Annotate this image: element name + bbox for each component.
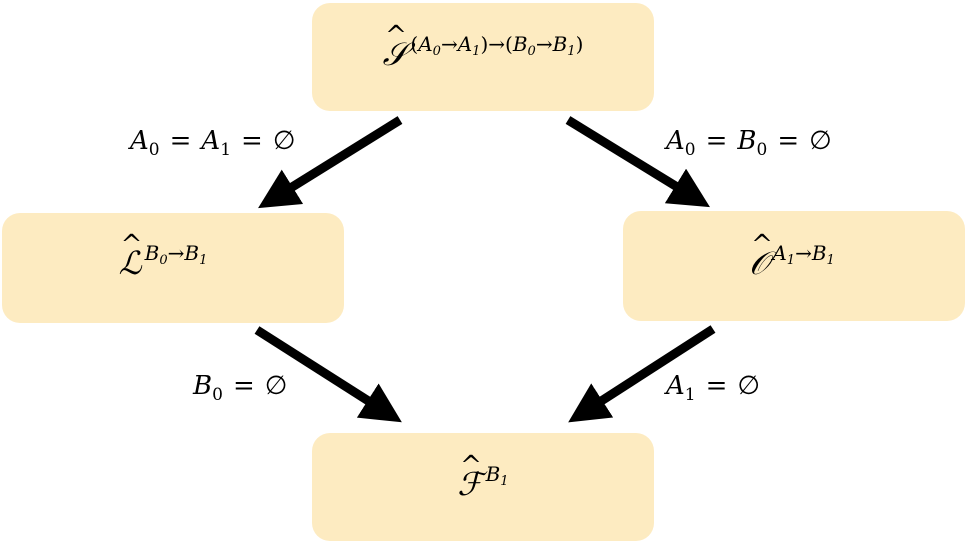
node-right-superscript: A1→B1 <box>772 240 835 268</box>
node-bottom-superscript: B1 <box>485 461 509 489</box>
hat-mark: ^ <box>385 20 407 51</box>
edge-label-top-right: A0=B0=∅ <box>666 126 832 160</box>
node-bottom: ^ ℱ B1 <box>312 433 654 541</box>
node-right-label: ^ 𝒪 A1→B1 <box>749 229 835 282</box>
node-left-superscript: B0→B1 <box>144 240 208 268</box>
node-left-symbol: ^ ℒ <box>118 229 143 282</box>
hat-mark: ^ <box>120 229 143 260</box>
node-bottom-label: ^ ℱ B1 <box>457 450 508 503</box>
node-top-label: ^ 𝒮 (A0→A1)→(B0→B1) <box>382 20 584 73</box>
edge-label-bottom-right: A1=∅ <box>666 371 761 405</box>
node-left: ^ ℒ B0→B1 <box>2 213 344 323</box>
hat-mark: ^ <box>460 450 482 481</box>
hat-mark: ^ <box>751 229 773 260</box>
node-right-symbol: ^ 𝒪 <box>749 229 773 282</box>
node-bottom-symbol: ^ ℱ <box>457 450 483 503</box>
node-top: ^ 𝒮 (A0→A1)→(B0→B1) <box>312 3 654 111</box>
edge-label-bottom-left: B0=∅ <box>193 371 288 405</box>
edge-label-top-left: A0=A1=∅ <box>130 126 296 160</box>
node-left-label: ^ ℒ B0→B1 <box>118 229 208 282</box>
node-top-superscript: (A0→A1)→(B0→B1) <box>410 31 584 59</box>
node-top-symbol: ^ 𝒮 <box>382 20 408 73</box>
node-right: ^ 𝒪 A1→B1 <box>623 211 965 321</box>
